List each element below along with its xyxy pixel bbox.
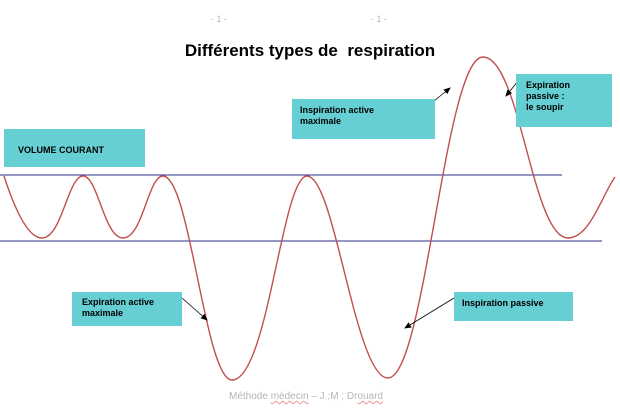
label-inspiration-passive: Inspiration passive (454, 292, 573, 321)
footer-underlined-name: ouard (357, 391, 383, 402)
label-expiration-passive: Expiration passive : le soupir (516, 74, 612, 127)
arrow-exp-active (181, 297, 208, 321)
respiration-curve (3, 56, 616, 381)
footer-credit: Méthode médecin – J ;M ; Drouard (229, 391, 383, 402)
label-expiration-passive-text: Expiration passive : le soupir (526, 80, 571, 112)
arrow-insp-passive (404, 297, 455, 329)
diagram-title: Différents types de respiration (0, 41, 620, 61)
label-expiration-active: Expiration active maximale (72, 292, 182, 326)
footer-underlined-word: médecin (270, 391, 309, 402)
diagram-title-text: Différents types de respiration (184, 41, 436, 60)
label-expiration-active-text: Expiration active maximale (82, 297, 155, 318)
footer-suffix: – J ;M ; Dr (308, 391, 358, 402)
label-volume-courant-text: VOLUME COURANT (18, 145, 104, 155)
label-inspiration-passive-text: Inspiration passive (462, 298, 544, 308)
arrow-insp-active (433, 87, 451, 102)
page-number-left: - 1 - (211, 14, 228, 24)
label-volume-courant: VOLUME COURANT (4, 129, 145, 167)
label-inspiration-active: Inspiration active maximale (292, 99, 435, 139)
label-inspiration-active-text: Inspiration active maximale (300, 105, 375, 126)
footer-prefix: Méthode (229, 391, 271, 402)
page-number-right: - 1 - (371, 14, 388, 24)
